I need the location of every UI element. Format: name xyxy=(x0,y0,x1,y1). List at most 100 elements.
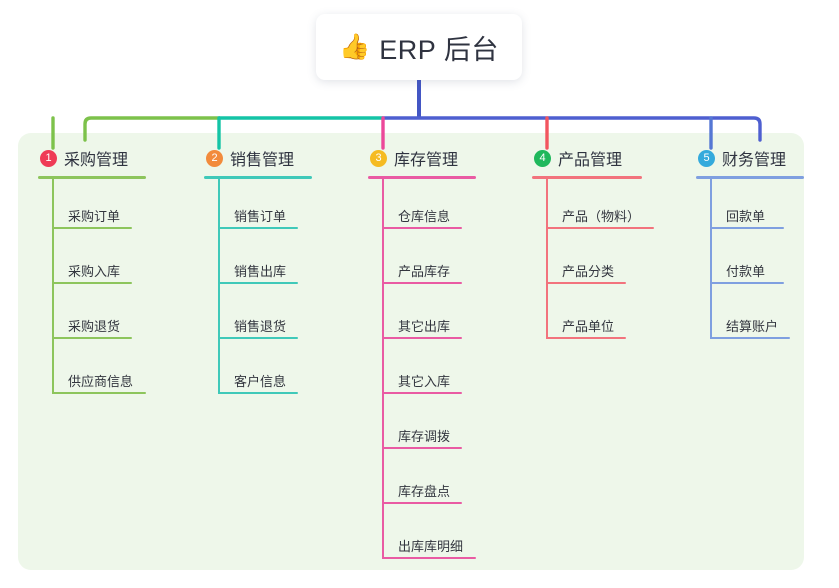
item-list-product: 产品（物料） 产品分类产品单位 xyxy=(532,179,682,344)
trunk-line-product xyxy=(546,179,548,339)
item-underline xyxy=(382,227,462,229)
item-list-purchase: 采购订单采购入库采购退货供应商信息 xyxy=(38,179,188,399)
trunk-line-inventory xyxy=(382,179,384,559)
column-rule-finance xyxy=(696,176,804,179)
list-item[interactable]: 客户信息 xyxy=(204,344,354,399)
column-product: 4 产品管理产品（物料） 产品分类产品单位 xyxy=(532,146,682,344)
list-item[interactable]: 出库库明细 xyxy=(368,509,518,564)
badge-number-icon: 2 xyxy=(206,149,223,167)
column-header-sales[interactable]: 2 销售管理 xyxy=(204,146,354,170)
item-label: 库存调拨 xyxy=(398,429,451,444)
item-underline xyxy=(52,392,146,394)
column-rule-purchase xyxy=(38,176,146,179)
column-header-finance[interactable]: 5 财务管理 xyxy=(696,146,839,170)
item-underline xyxy=(546,282,626,284)
column-header-product[interactable]: 4 产品管理 xyxy=(532,146,682,170)
list-item[interactable]: 其它出库 xyxy=(368,289,518,344)
item-list-finance: 回款单付款单结算账户 xyxy=(696,179,839,344)
item-underline xyxy=(710,282,784,284)
item-label: 库存盘点 xyxy=(398,484,451,499)
page-title: ERP 后台 xyxy=(379,34,499,65)
trunk-line-purchase xyxy=(52,179,54,394)
item-label: 供应商信息 xyxy=(68,374,134,389)
column-title-sales: 销售管理 xyxy=(230,152,295,169)
list-item[interactable]: 销售出库 xyxy=(204,234,354,289)
column-rule-inventory xyxy=(368,176,476,179)
list-item[interactable]: 回款单 xyxy=(696,179,839,234)
item-list-inventory: 仓库信息产品库存其它出库其它入库库存调拨库存盘点出库库明细 xyxy=(368,179,518,564)
item-label: 结算账户 xyxy=(726,319,779,334)
item-label: 采购订单 xyxy=(68,209,121,224)
column-title-product: 产品管理 xyxy=(558,152,623,169)
item-underline xyxy=(52,227,132,229)
item-label: 产品库存 xyxy=(398,264,451,279)
column-header-inventory[interactable]: 3 库存管理 xyxy=(368,146,518,170)
list-item[interactable]: 产品（物料） xyxy=(532,179,682,234)
item-label: 销售出库 xyxy=(234,264,287,279)
list-item[interactable]: 库存盘点 xyxy=(368,454,518,509)
item-underline xyxy=(710,227,784,229)
item-underline xyxy=(382,337,462,339)
item-label: 仓库信息 xyxy=(398,209,451,224)
list-item[interactable]: 付款单 xyxy=(696,234,839,289)
item-label: 付款单 xyxy=(726,264,766,279)
item-underline xyxy=(382,502,462,504)
column-title-inventory: 库存管理 xyxy=(394,152,459,169)
item-label: 产品单位 xyxy=(562,319,615,334)
item-label: 销售退货 xyxy=(234,319,287,334)
item-label: 产品分类 xyxy=(562,264,615,279)
badge-number-icon: 3 xyxy=(370,149,387,167)
item-label: 产品（物料） xyxy=(562,209,641,224)
item-underline xyxy=(218,227,298,229)
item-underline xyxy=(382,282,462,284)
column-title-finance: 财务管理 xyxy=(722,152,787,169)
list-item[interactable]: 供应商信息 xyxy=(38,344,188,399)
column-header-purchase[interactable]: 1 采购管理 xyxy=(38,146,188,170)
item-underline xyxy=(52,282,132,284)
item-underline xyxy=(382,392,462,394)
item-label: 采购退货 xyxy=(68,319,121,334)
column-inventory: 3 库存管理仓库信息产品库存其它出库其它入库库存调拨库存盘点出库库明细 xyxy=(368,146,518,564)
item-label: 回款单 xyxy=(726,209,766,224)
item-label: 客户信息 xyxy=(234,374,287,389)
item-label: 销售订单 xyxy=(234,209,287,224)
column-purchase: 1 采购管理采购订单采购入库采购退货供应商信息 xyxy=(38,146,188,399)
item-underline xyxy=(382,447,462,449)
list-item[interactable]: 产品库存 xyxy=(368,234,518,289)
list-item[interactable]: 采购退货 xyxy=(38,289,188,344)
item-list-sales: 销售订单销售出库销售退货客户信息 xyxy=(204,179,354,399)
list-item[interactable]: 销售退货 xyxy=(204,289,354,344)
item-underline xyxy=(546,337,626,339)
trunk-line-finance xyxy=(710,179,712,339)
item-label: 采购入库 xyxy=(68,264,121,279)
item-label: 其它出库 xyxy=(398,319,451,334)
list-item[interactable]: 仓库信息 xyxy=(368,179,518,234)
list-item[interactable]: 结算账户 xyxy=(696,289,839,344)
item-underline xyxy=(546,227,654,229)
item-underline xyxy=(710,337,790,339)
list-item[interactable]: 产品单位 xyxy=(532,289,682,344)
column-finance: 5 财务管理回款单付款单结算账户 xyxy=(696,146,839,344)
list-item[interactable]: 采购入库 xyxy=(38,234,188,289)
item-label: 其它入库 xyxy=(398,374,451,389)
badge-number-icon: 4 xyxy=(534,149,551,167)
list-item[interactable]: 产品分类 xyxy=(532,234,682,289)
item-label: 出库库明细 xyxy=(398,539,464,554)
column-sales: 2 销售管理销售订单销售出库销售退货客户信息 xyxy=(204,146,354,399)
item-underline xyxy=(218,392,298,394)
content-panel xyxy=(18,133,804,570)
badge-number-icon: 1 xyxy=(40,149,57,167)
badge-number-icon: 5 xyxy=(698,149,715,167)
list-item[interactable]: 其它入库 xyxy=(368,344,518,399)
list-item[interactable]: 采购订单 xyxy=(38,179,188,234)
item-underline xyxy=(218,282,298,284)
column-rule-sales xyxy=(204,176,312,179)
list-item[interactable]: 库存调拨 xyxy=(368,399,518,454)
item-underline xyxy=(218,337,298,339)
column-title-purchase: 采购管理 xyxy=(64,152,129,169)
root-node[interactable]: 👍 ERP 后台 xyxy=(316,14,522,80)
thumbs-up-icon: 👍 xyxy=(339,32,371,61)
column-rule-product xyxy=(532,176,642,179)
list-item[interactable]: 销售订单 xyxy=(204,179,354,234)
